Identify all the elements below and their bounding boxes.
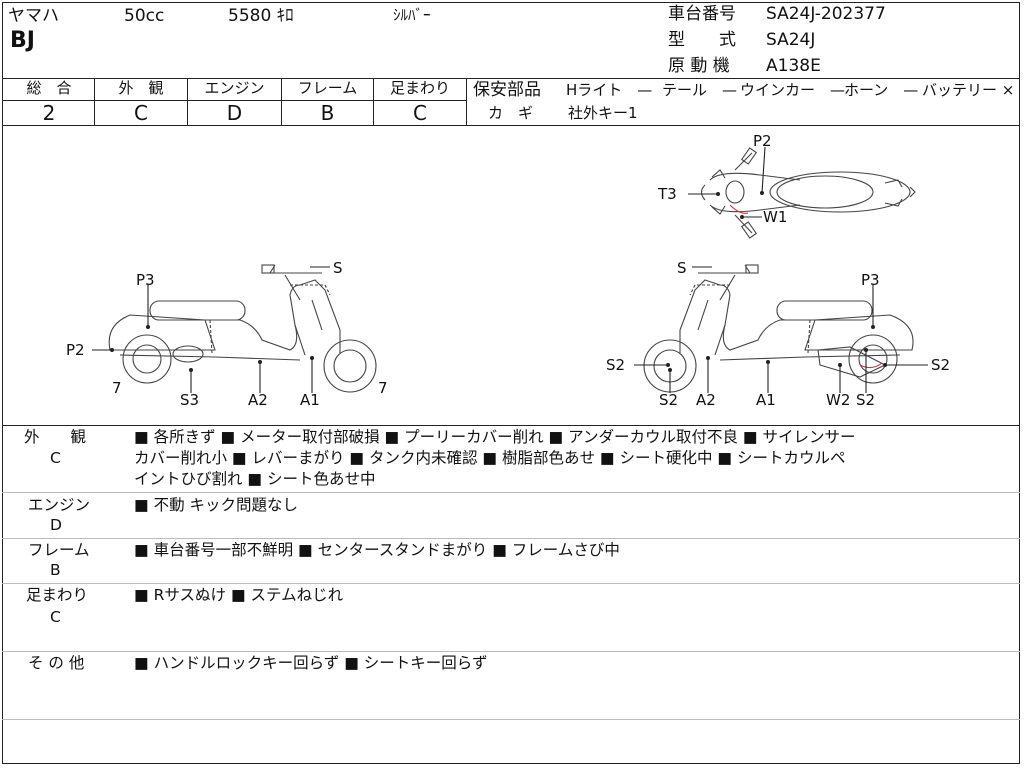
label-right-w2: W2: [826, 391, 850, 409]
grade-header-suspension: 足まわり: [389, 79, 450, 97]
label-left-s: S: [333, 259, 343, 277]
divider: [2, 492, 1020, 493]
label-top-t3: T3: [657, 185, 677, 203]
right-side-scooter: [643, 264, 914, 393]
remark-label: フレーム: [28, 541, 90, 559]
safety-horn: ホーン —: [844, 81, 919, 99]
damage-diagram: P2 T3 W1 S P3 P2 7 7 S3 A2 A1 S P3 S2 S2…: [66, 132, 950, 409]
divider: [2, 538, 1020, 539]
grade-header-overall: 総 合: [26, 79, 72, 97]
remark-grade: C: [50, 608, 61, 626]
engine-value: A138E: [766, 56, 821, 76]
remark-label: エンジン: [28, 496, 91, 514]
top-view-scooter: [700, 147, 916, 239]
label-right-a1: A1: [756, 391, 776, 409]
label-left-s3: S3: [180, 391, 199, 409]
divider: [2, 651, 1020, 652]
divider: [2, 125, 1020, 126]
maker: ヤマハ: [8, 6, 59, 26]
grade-header-exterior: 外 観: [118, 79, 164, 97]
remark-line: イントひび割れ ■ シート色あせ中: [134, 470, 376, 488]
remark-grade: B: [50, 561, 61, 579]
divider: [2, 100, 466, 101]
divider: [2, 719, 1020, 720]
color: ｼﾙﾊﾞｰ: [393, 6, 431, 24]
grade-header-engine: エンジン: [204, 79, 265, 97]
divider: [281, 78, 282, 125]
remark-line: ■ ハンドルロックキー回らず ■ シートキー回らず: [134, 654, 488, 672]
remark-label: 外 観: [24, 428, 87, 446]
remark-line: ■ 不動 キック問題なし: [134, 496, 298, 514]
remark-line: ■ 車台番号一部不鮮明 ■ センタースタンドまがり ■ フレームさび中: [134, 541, 620, 559]
grade-suspension: C: [413, 101, 427, 125]
label-right-s2-left: S2: [606, 356, 625, 374]
grade-header-frame: フレーム: [297, 79, 358, 97]
left-side-scooter: [108, 264, 377, 393]
model-name: BJ: [10, 28, 35, 53]
remark-line: ■ Rサスぬけ ■ ステムねじれ: [134, 586, 344, 604]
frame-number-label: 車台番号: [668, 4, 736, 24]
label-right-p3: P3: [861, 271, 880, 289]
grade-overall: 2: [42, 101, 56, 125]
divider: [187, 78, 188, 125]
type-label: 型 式: [668, 30, 736, 50]
label-left-p3: P3: [136, 271, 155, 289]
divider: [373, 78, 374, 125]
label-left-a2: A2: [248, 391, 268, 409]
remark-line: ■ 各所きず ■ メーター取付部破損 ■ プーリーカバー削れ ■ アンダーカウル…: [134, 428, 856, 446]
engine-label: 原 動 機: [668, 56, 730, 76]
label-left-7a: 7: [112, 379, 122, 397]
key-label: カ ギ: [488, 104, 534, 122]
label-top-w1: W1: [763, 208, 787, 226]
label-top-p2: P2: [753, 132, 772, 150]
remark-label: そ の 他: [28, 654, 85, 672]
label-right-s2-bottom2: S2: [856, 391, 875, 409]
divider: [2, 78, 1020, 79]
safety-battery: バッテリー ×: [922, 81, 1015, 99]
label-right-a2: A2: [696, 391, 716, 409]
grade-engine: D: [226, 101, 243, 125]
key-value: 社外キー1: [568, 104, 638, 122]
label-left-a1: A1: [300, 391, 320, 409]
label-left-p2: P2: [66, 341, 85, 359]
mileage: 5580 ｷﾛ: [228, 6, 294, 26]
remark-grade: D: [50, 516, 62, 534]
safety-label: 保安部品: [473, 80, 541, 100]
safety-winker: ウインカー —: [740, 81, 846, 99]
frame-number: SA24J-202377: [766, 4, 886, 24]
label-right-s: S: [677, 259, 687, 277]
safety-tail: テール —: [662, 81, 738, 99]
safety-headlight: Hライト —: [566, 81, 653, 99]
label-right-s2-right: S2: [931, 356, 950, 374]
label-left-7b: 7: [378, 379, 388, 397]
divider: [2, 425, 1020, 426]
remark-label: 足まわり: [26, 586, 89, 604]
remark-line: カバー削れ小 ■ レバーまがり ■ タンク内未確認 ■ 樹脂部色あせ ■ シート…: [134, 449, 846, 467]
grade-frame: B: [320, 101, 335, 125]
divider: [466, 78, 467, 125]
type-value: SA24J: [766, 30, 816, 50]
remark-grade: C: [50, 449, 61, 467]
divider: [94, 78, 95, 125]
label-right-s2-bottom: S2: [659, 391, 678, 409]
divider: [2, 583, 1020, 584]
displacement: 50cc: [124, 6, 165, 26]
grade-exterior: C: [134, 101, 148, 125]
